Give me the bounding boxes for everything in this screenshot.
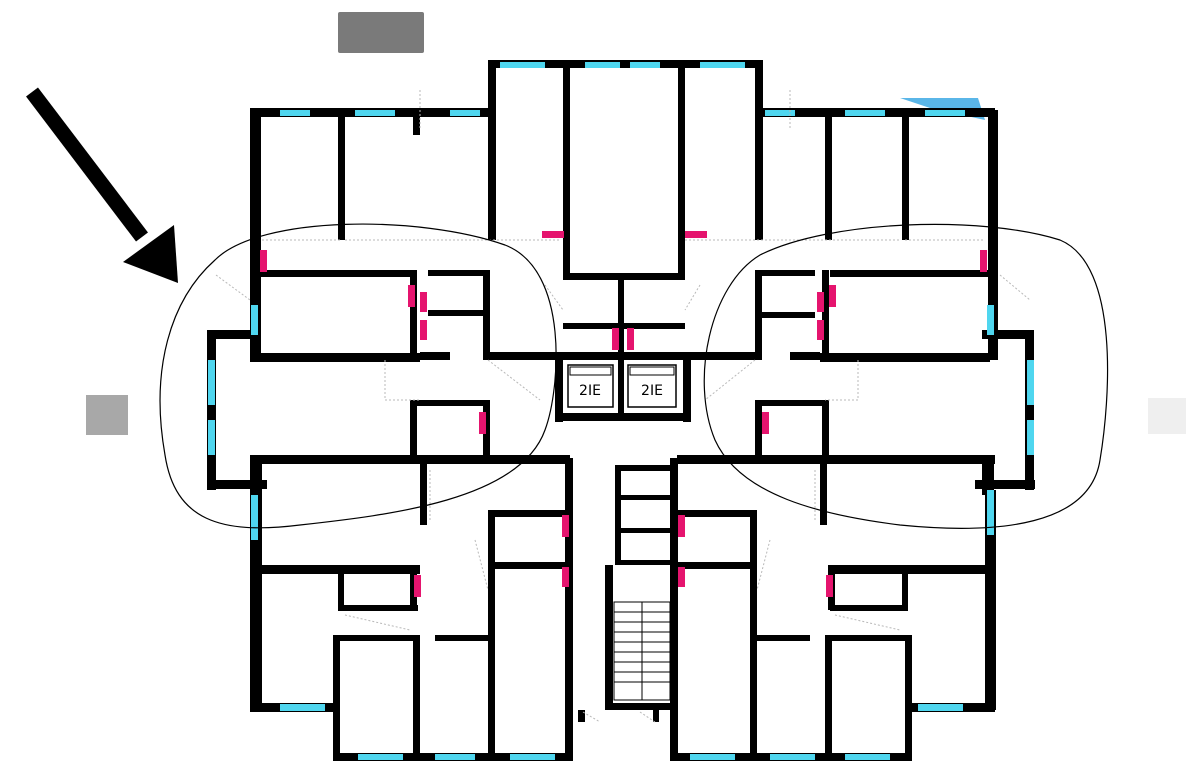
walls [207,60,1035,761]
magenta-markers [260,231,987,597]
blurred-label-left [86,395,128,435]
right-highlight-loop [703,223,1109,529]
elevator-label: 2IE [579,383,601,399]
elevator-label: 2IE [641,383,663,399]
blurred-label-right [1148,398,1186,434]
arrow-icon [26,87,178,283]
elevator-right: 2IE [627,364,677,408]
staircase [613,601,671,701]
blurred-label-top [338,12,424,53]
windows [208,62,1034,760]
door-swings [215,90,1031,723]
left-highlight-loop [159,223,557,529]
elevator-left: 2IE [567,364,614,408]
